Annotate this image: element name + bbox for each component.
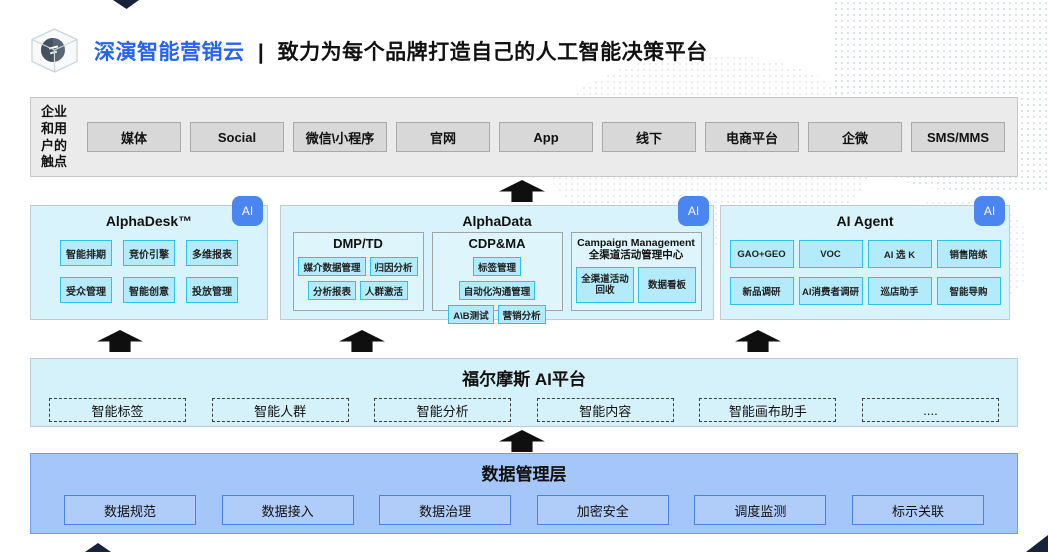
up-arrow-icon	[499, 180, 545, 202]
touchpoint-official-site: 官网	[396, 122, 490, 152]
capability-box: GAO+GEO	[729, 240, 794, 268]
capability-box: 自动化沟通管理	[458, 281, 536, 300]
touchpoints-label-line: 企业	[41, 104, 68, 119]
capability-box: A\B测试	[448, 305, 494, 324]
group-title: DMP/TD	[333, 236, 383, 251]
capability-box: 智能排期	[60, 240, 112, 266]
group-title: CDP&MA	[468, 236, 526, 251]
touchpoints-band: 企业 和用 户的 触点 媒体 Social 微信\小程序 官网 App 线下 电…	[30, 97, 1018, 177]
capability-box: 销售陪练	[936, 240, 1001, 268]
capability-box: 新品调研	[729, 277, 794, 305]
touchpoint-offline: 线下	[602, 122, 696, 152]
capability-box: 智能导购	[936, 277, 1001, 305]
data-capability-box: 数据规范	[64, 495, 196, 525]
up-arrow-icon	[339, 330, 385, 352]
data-management-layer-band: 数据管理层 数据规范 数据接入 数据治理 加密安全 调度监测 标示关联	[30, 453, 1018, 534]
alphadesk-title: AlphaDesk™	[105, 213, 193, 229]
dmp-td-group: DMP/TD 媒介数据管理 归因分析 分析报表 人群激活	[292, 232, 424, 311]
capability-box: 人群激活	[360, 281, 409, 300]
cdp-ma-group: CDP&MA 标签管理 自动化沟通管理 A\B测试 营销分析	[431, 232, 563, 324]
data-capability-box: 标示关联	[851, 495, 984, 525]
touchpoint-media: 媒体	[87, 122, 181, 152]
title-separator: |	[257, 40, 265, 64]
alphadesk-panel: AI AlphaDesk™ 智能排期 竞价引擎 多维报表 受众管理 智能创意 投…	[30, 196, 268, 320]
platform-capability-box: 智能画布助手	[699, 398, 837, 422]
group-subtitle: 全渠道活动管理中心	[588, 249, 684, 261]
corner-wedge-decoration	[85, 543, 111, 552]
touchpoint-sms-mms: SMS/MMS	[911, 122, 1005, 152]
page-title: 深演智能营销云 | 致力为每个品牌打造自己的人工智能决策平台	[94, 36, 708, 66]
touchpoint-app: App	[499, 122, 593, 152]
platform-capability-box: 智能内容	[536, 398, 674, 422]
alphadesk-items: 智能排期 竞价引擎 多维报表 受众管理 智能创意 投放管理	[31, 240, 267, 303]
data-layer-title: 数据管理层	[481, 465, 567, 484]
up-arrow-icon	[499, 430, 545, 452]
capability-box: 标签管理	[472, 257, 521, 276]
holmes-title: 福尔摩斯 AI平台	[462, 370, 586, 389]
capability-box: 归因分析	[369, 257, 418, 276]
capability-box: 全渠道活动回收	[576, 267, 634, 303]
alphadata-title: AlphaData	[462, 213, 532, 229]
ai-agent-items: GAO+GEO VOC AI 选 K 销售陪练 新品调研 AI消费者调研 巡店助…	[721, 240, 1009, 305]
capability-box: VOC	[798, 240, 863, 268]
ai-agent-title: AI Agent	[836, 213, 894, 229]
capability-box: 媒介数据管理	[298, 257, 366, 276]
capability-box: 营销分析	[497, 305, 546, 324]
capability-box: 数据看板	[638, 267, 696, 303]
platform-capability-box: 智能人群	[211, 398, 349, 422]
platform-capability-box: 智能分析	[374, 398, 512, 422]
capability-box: 多维报表	[186, 240, 238, 266]
campaign-management-group: Campaign Management 全渠道活动管理中心 全渠道活动回收 数据…	[570, 232, 702, 311]
holmes-items: 智能标签 智能人群 智能分析 智能内容 智能画布助手 ....	[31, 398, 1017, 422]
capability-box: 巡店助手	[867, 277, 932, 305]
touchpoint-wechat-miniprogram: 微信\小程序	[293, 122, 387, 152]
brand-cube-logo-icon	[31, 28, 78, 73]
title-tagline: 致力为每个品牌打造自己的人工智能决策平台	[277, 40, 708, 64]
group-items: 全渠道活动回收 数据看板	[572, 267, 701, 303]
capability-box: 分析报表	[307, 281, 356, 300]
data-layer-items: 数据规范 数据接入 数据治理 加密安全 调度监测 标示关联	[31, 495, 1017, 525]
capability-box: 受众管理	[60, 277, 112, 303]
touchpoints-label-line: 触点	[41, 154, 68, 170]
up-arrow-icon	[97, 330, 143, 352]
group-items: 媒介数据管理 归因分析 分析报表 人群激活	[294, 257, 423, 300]
group-items: 标签管理 自动化沟通管理 A\B测试 营销分析	[433, 257, 562, 324]
capability-box: 智能创意	[123, 277, 175, 303]
data-capability-box: 调度监测	[694, 495, 827, 525]
corner-wedge-decoration	[1026, 535, 1048, 552]
ai-badge: AI	[974, 196, 1005, 226]
touchpoints-label-line: 和用	[41, 120, 68, 136]
capability-box: 投放管理	[186, 277, 238, 303]
touchpoint-ecommerce: 电商平台	[705, 122, 799, 152]
corner-wedge-decoration	[113, 0, 139, 9]
touchpoints-label-line: 户的	[41, 137, 68, 153]
up-arrow-icon	[735, 330, 781, 352]
data-capability-box: 加密安全	[536, 495, 669, 525]
data-capability-box: 数据治理	[379, 495, 512, 525]
alphadata-groups: DMP/TD 媒介数据管理 归因分析 分析报表 人群激活 CDP&MA 标签管理…	[281, 232, 713, 324]
ai-badge: AI	[232, 196, 263, 226]
brand-name: 深演智能营销云	[94, 40, 245, 64]
platform-capability-box: 智能标签	[49, 398, 186, 422]
platform-capability-box: ....	[861, 398, 999, 422]
touchpoints-label: 企业 和用 户的 触点	[41, 104, 67, 171]
holmes-ai-platform-band: 福尔摩斯 AI平台 智能标签 智能人群 智能分析 智能内容 智能画布助手 ...…	[30, 358, 1018, 427]
touchpoint-social: Social	[190, 122, 284, 152]
ai-agent-panel: AI AI Agent GAO+GEO VOC AI 选 K 销售陪练 新品调研…	[720, 196, 1010, 320]
group-title: Campaign Management	[577, 237, 695, 249]
data-capability-box: 数据接入	[221, 495, 354, 525]
capability-box: 竞价引擎	[123, 240, 175, 266]
capability-box: AI消费者调研	[798, 277, 863, 305]
ai-badge: AI	[678, 196, 709, 226]
header: 深演智能营销云 | 致力为每个品牌打造自己的人工智能决策平台	[28, 26, 708, 75]
alphadata-panel: AI AlphaData DMP/TD 媒介数据管理 归因分析 分析报表 人群激…	[280, 196, 714, 324]
touchpoints-list: 媒体 Social 微信\小程序 官网 App 线下 电商平台 企微 SMS/M…	[87, 98, 1005, 176]
touchpoint-wecom: 企微	[808, 122, 902, 152]
capability-box: AI 选 K	[867, 240, 932, 268]
